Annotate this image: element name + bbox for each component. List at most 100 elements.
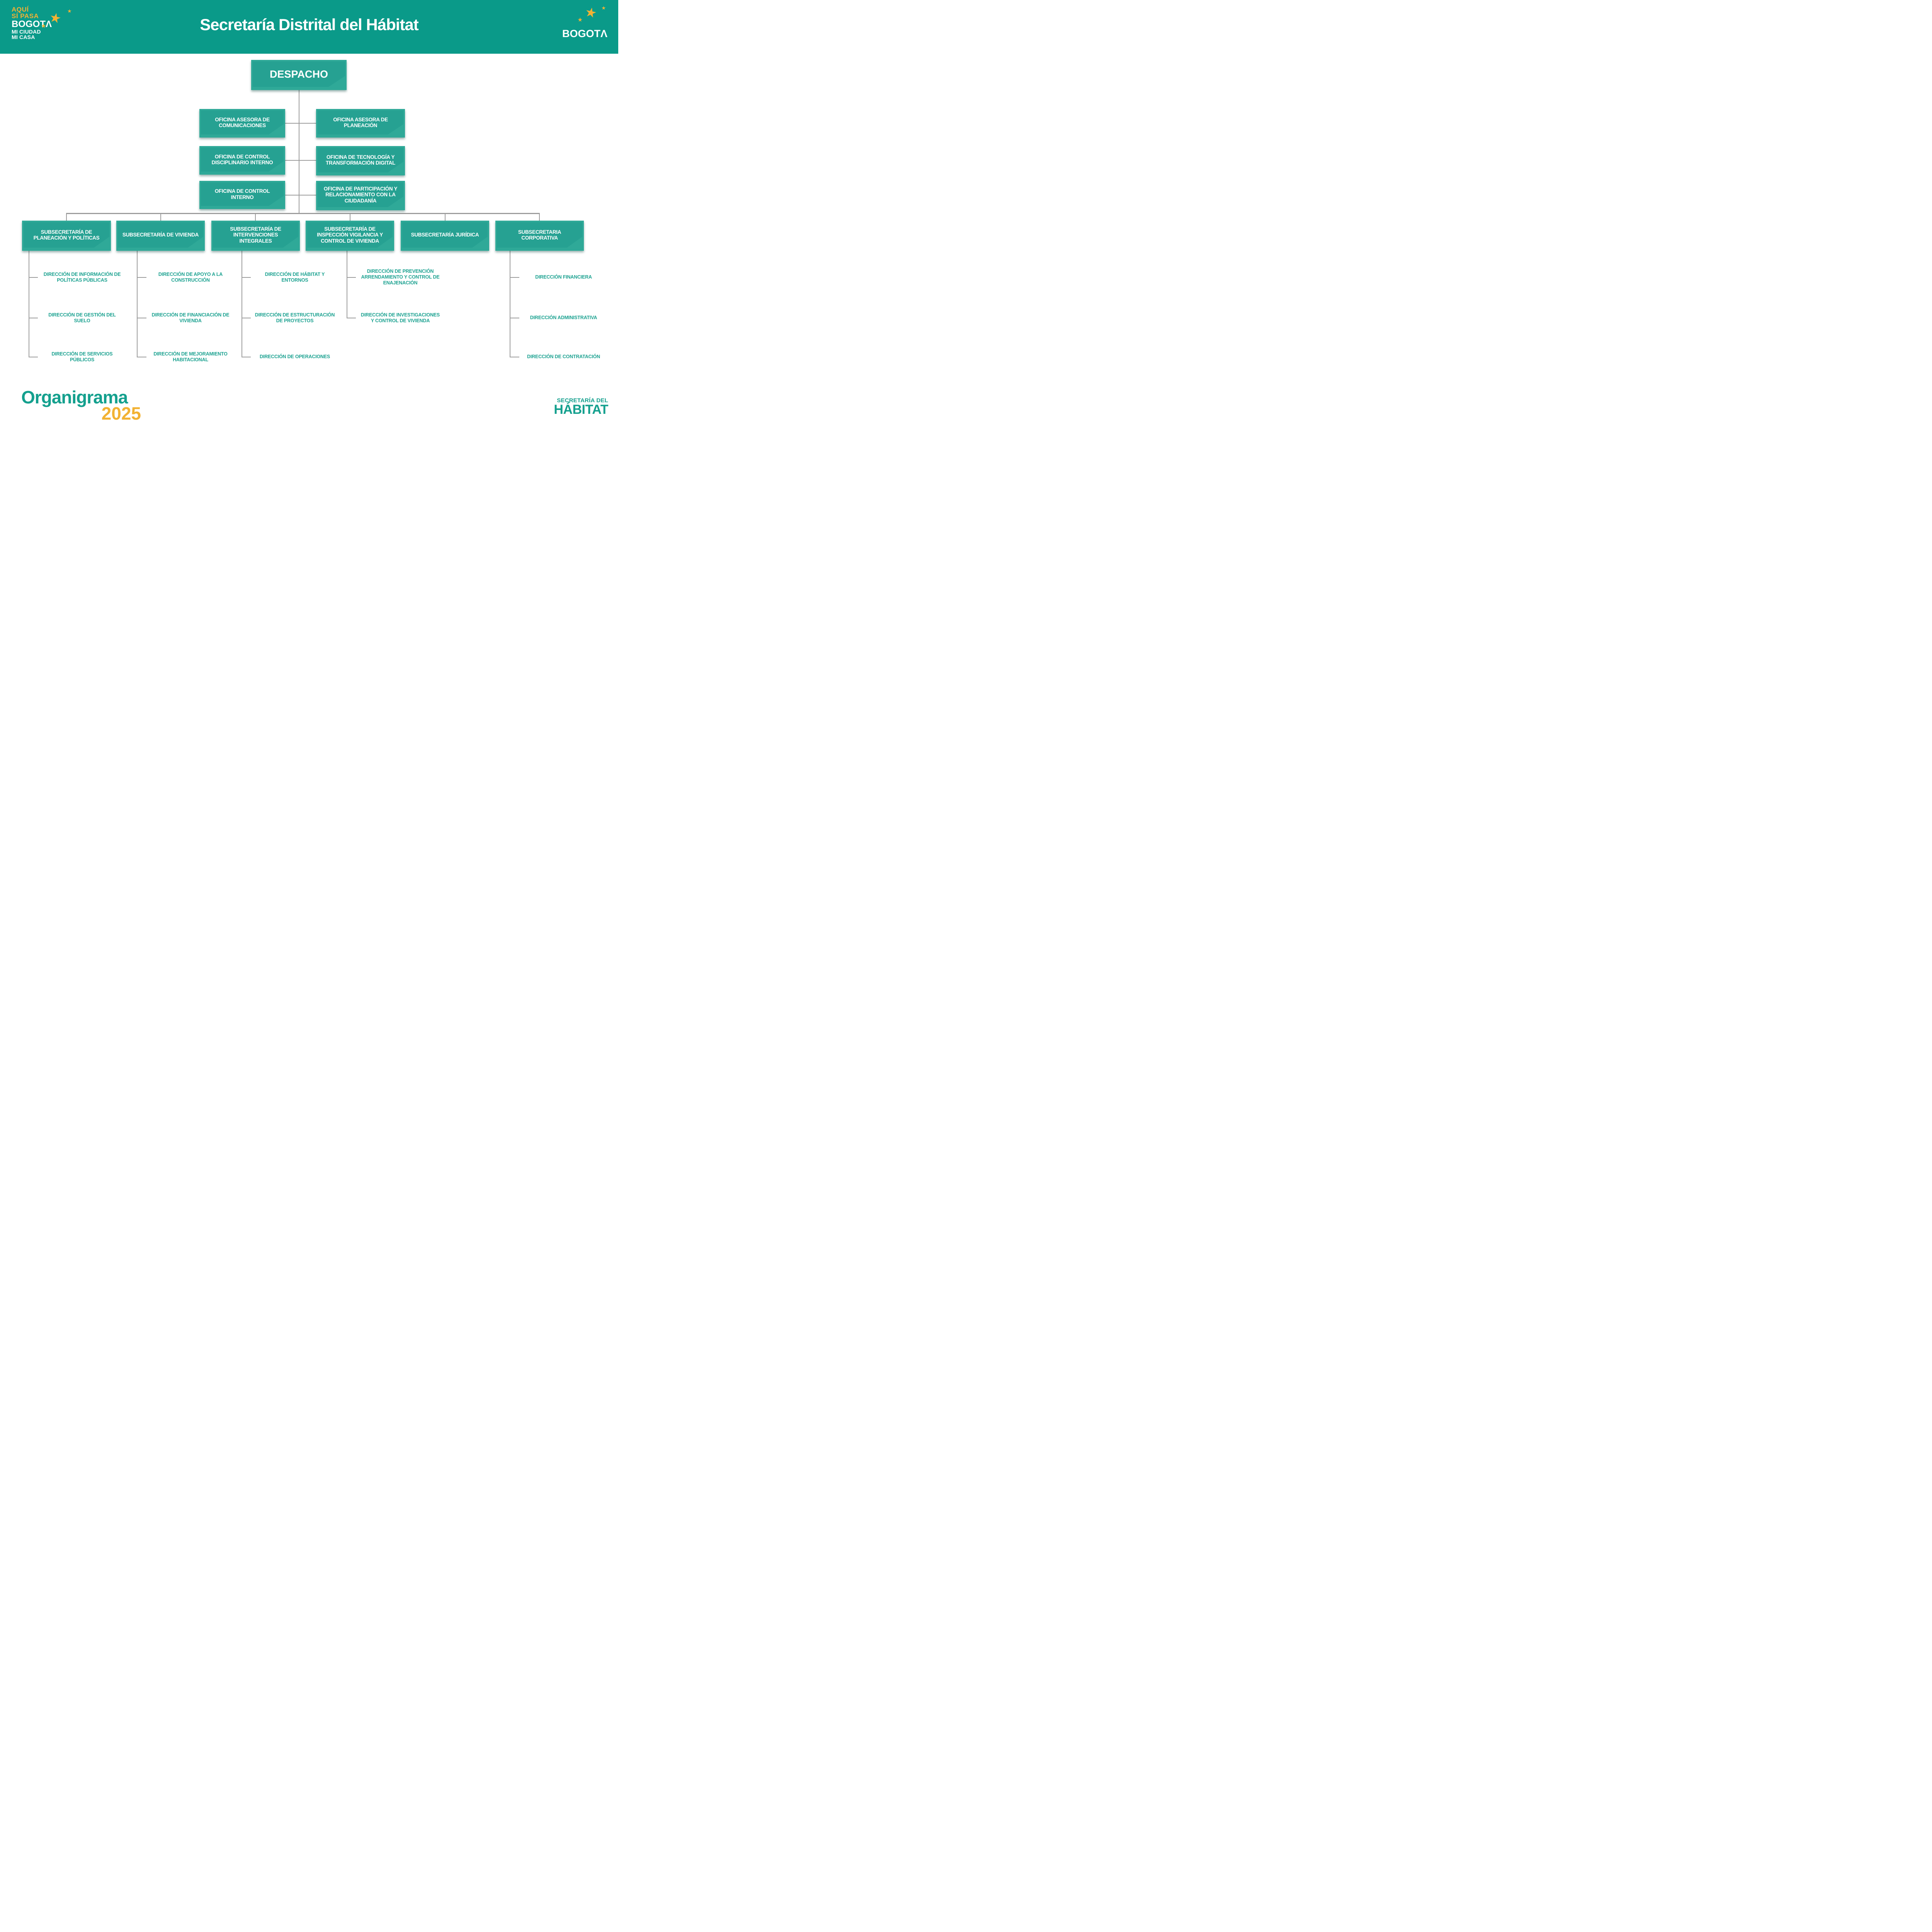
- connector-line: [137, 277, 146, 278]
- page-title: Secretaría Distrital del Hábitat: [200, 15, 419, 34]
- box-face: OFICINA DE CONTROL DISCIPLINARIO INTERNO: [201, 148, 284, 172]
- box-oficina-tecnologia: OFICINA DE TECNOLOGÍA Y TRANSFORMACIÓN D…: [316, 146, 405, 175]
- box-label: SUBSECRETARÍA DE PLANEACIÓN Y POLÍTICAS: [33, 229, 100, 241]
- star-icon: ★: [577, 17, 583, 23]
- box-oficina-participacion: OFICINA DE PARTICIPACIÓN Y RELACIONAMIEN…: [316, 181, 405, 210]
- organigrama-canvas: AQUÍ SÍ PASA BOGOTΛ MI CIUDAD MI CASA ★ …: [0, 0, 618, 429]
- bogota-mi-ciudad-logo: AQUÍ SÍ PASA BOGOTΛ MI CIUDAD MI CASA: [12, 6, 52, 40]
- box-label: OFICINA ASESORA DE COMUNICACIONES: [215, 116, 270, 128]
- box-face: SUBSECRETARIA CORPORATIVA: [497, 222, 582, 248]
- box-face: DESPACHO: [253, 61, 345, 87]
- box-label: DIRECCIÓN DE INFORMACIÓN DE POLÍTICAS PÚ…: [43, 271, 121, 283]
- box-subsecretaria-intervenciones: SUBSECRETARÍA DE INTERVENCIONES INTEGRAL…: [211, 221, 300, 251]
- connector-line: [299, 195, 316, 196]
- box-face: OFICINA DE TECNOLOGÍA Y TRANSFORMACIÓN D…: [318, 148, 403, 172]
- box-direccion: DIRECCIÓN DE MEJORAMIENTO HABITACIONAL: [146, 343, 235, 371]
- box-oficina-control-interno: OFICINA DE CONTROL INTERNO: [199, 181, 285, 209]
- connector-line: [299, 123, 316, 124]
- connector-line: [255, 214, 256, 221]
- box-direccion: DIRECCIÓN FINANCIERA: [519, 264, 608, 291]
- logo-text: MI CIUDAD: [12, 29, 41, 35]
- header-band: AQUÍ SÍ PASA BOGOTΛ MI CIUDAD MI CASA ★ …: [0, 0, 618, 54]
- box-face: SUBSECRETARÍA DE VIVIENDA: [118, 222, 203, 248]
- connector-line: [347, 277, 356, 278]
- box-label: OFICINA ASESORA DE PLANEACIÓN: [333, 116, 388, 128]
- box-face: SUBSECRETARÍA DE INSPECCIÓN VIGILANCIA Y…: [307, 222, 393, 248]
- box-subsecretaria-corporativa: SUBSECRETARIA CORPORATIVA: [495, 221, 584, 251]
- connector-line: [299, 160, 316, 161]
- connector-line: [285, 160, 299, 161]
- box-label: DIRECCIÓN DE GESTIÓN DEL SUELO: [48, 312, 116, 323]
- box-oficina-comunicaciones: OFICINA ASESORA DE COMUNICACIONES: [199, 109, 285, 138]
- logo-text: BOGOTΛ: [12, 19, 52, 29]
- box-face: OFICINA DE PARTICIPACIÓN Y RELACIONAMIEN…: [318, 182, 403, 207]
- connector-line: [510, 277, 519, 278]
- box-direccion: DIRECCIÓN DE SERVICIOS PÚBLICOS: [38, 343, 126, 371]
- box-face: OFICINA ASESORA DE COMUNICACIONES: [201, 111, 284, 134]
- box-label: DIRECCIÓN DE SERVICIOS PÚBLICOS: [51, 351, 113, 362]
- secretaria-habitat-logo: SECRETARÍA DEL HÁBITAT: [554, 397, 608, 417]
- box-label: DIRECCIÓN DE INVESTIGACIONES Y CONTROL D…: [361, 312, 440, 323]
- box-direccion: DIRECCIÓN DE INVESTIGACIONES Y CONTROL D…: [356, 304, 445, 332]
- box-label: SUBSECRETARÍA DE VIVIENDA: [122, 232, 199, 238]
- box-direccion: DIRECCIÓN DE HÁBITAT Y ENTORNOS: [251, 264, 339, 291]
- box-label: OFICINA DE CONTROL INTERNO: [214, 188, 270, 200]
- box-face: OFICINA ASESORA DE PLANEACIÓN: [318, 111, 403, 134]
- connector-line: [242, 277, 251, 278]
- box-face: SUBSECRETARÍA JURÍDICA: [402, 222, 488, 248]
- box-subsecretaria-planeacion-politicas: SUBSECRETARÍA DE PLANEACIÓN Y POLÍTICAS: [22, 221, 111, 251]
- box-label: DIRECCIÓN DE ESTRUCTURACIÓN DE PROYECTOS: [255, 312, 335, 323]
- star-icon: ★: [41, 23, 46, 29]
- box-direccion: DIRECCIÓN ADMINISTRATIVA: [519, 304, 608, 332]
- connector-line: [66, 213, 540, 214]
- box-label: DIRECCIÓN ADMINISTRATIVA: [530, 315, 597, 321]
- box-label: DIRECCIÓN DE APOYO A LA CONSTRUCCIÓN: [158, 271, 223, 283]
- connector-line: [137, 251, 138, 357]
- connector-line: [539, 214, 540, 221]
- connector-line: [285, 123, 299, 124]
- connector-line: [160, 214, 161, 221]
- box-label: OFICINA DE PARTICIPACIÓN Y RELACIONAMIEN…: [323, 185, 398, 204]
- box-label: DIRECCIÓN DE OPERACIONES: [259, 354, 330, 360]
- box-oficina-control-disciplinario: OFICINA DE CONTROL DISCIPLINARIO INTERNO: [199, 146, 285, 175]
- star-icon: ★: [583, 4, 598, 21]
- box-label: SUBSECRETARÍA DE INTERVENCIONES INTEGRAL…: [230, 226, 281, 244]
- bogota-logo: ★ ★ ★ BOGOTΛ: [542, 4, 607, 48]
- star-icon: ★: [601, 5, 606, 11]
- box-label: DIRECCIÓN DE CONTRATACIÓN: [527, 354, 600, 360]
- box-label: SUBSECRETARIA CORPORATIVA: [518, 229, 561, 241]
- box-label: OFICINA DE TECNOLOGÍA Y TRANSFORMACIÓN D…: [326, 154, 395, 166]
- box-direccion: DIRECCIÓN DE PREVENCIÓN ARRENDAMIENTO Y …: [356, 264, 445, 291]
- box-subsecretaria-juridica: SUBSECRETARÍA JURÍDICA: [401, 221, 489, 251]
- box-direccion: DIRECCIÓN DE INFORMACIÓN DE POLÍTICAS PÚ…: [38, 264, 126, 291]
- box-despacho-label: DESPACHO: [269, 68, 328, 80]
- box-direccion: DIRECCIÓN DE FINANCIACIÓN DE VIVIENDA: [146, 304, 235, 332]
- box-label: DIRECCIÓN DE FINANCIACIÓN DE VIVIENDA: [151, 312, 230, 323]
- box-face: SUBSECRETARÍA DE PLANEACIÓN Y POLÍTICAS: [24, 222, 109, 248]
- box-direccion: DIRECCIÓN DE APOYO A LA CONSTRUCCIÓN: [146, 264, 235, 291]
- connector-line: [29, 277, 38, 278]
- organigrama-year: 2025: [101, 403, 141, 423]
- box-face: SUBSECRETARÍA DE INTERVENCIONES INTEGRAL…: [213, 222, 298, 248]
- box-label: DIRECCIÓN DE MEJORAMIENTO HABITACIONAL: [153, 351, 228, 362]
- box-direccion: DIRECCIÓN DE OPERACIONES: [251, 343, 339, 371]
- box-label: DIRECCIÓN DE PREVENCIÓN ARRENDAMIENTO Y …: [361, 269, 440, 286]
- box-direccion: DIRECCIÓN DE GESTIÓN DEL SUELO: [38, 304, 126, 332]
- organigrama-title-block: Organigrama 2025: [21, 388, 141, 422]
- box-label: DIRECCIÓN FINANCIERA: [535, 274, 592, 280]
- logo-text: AQUÍ: [12, 6, 29, 13]
- logo-text: MI CASA: [12, 34, 35, 41]
- box-label: OFICINA DE CONTROL DISCIPLINARIO INTERNO: [211, 153, 273, 165]
- box-direccion: DIRECCIÓN DE ESTRUCTURACIÓN DE PROYECTOS: [251, 304, 339, 332]
- box-despacho: DESPACHO: [251, 60, 347, 90]
- box-direccion: DIRECCIÓN DE CONTRATACIÓN: [519, 343, 608, 371]
- connector-line: [445, 214, 446, 221]
- box-label: SUBSECRETARÍA JURÍDICA: [411, 232, 479, 238]
- box-oficina-planeacion: OFICINA ASESORA DE PLANEACIÓN: [316, 109, 405, 138]
- logo-text: SÍ PASA: [12, 12, 39, 20]
- brand-text: SECRETARÍA DEL: [557, 397, 608, 404]
- connector-line: [285, 195, 299, 196]
- logo-text: BOGOTΛ: [562, 28, 607, 39]
- box-subsecretaria-inspeccion: SUBSECRETARÍA DE INSPECCIÓN VIGILANCIA Y…: [306, 221, 394, 251]
- box-subsecretaria-vivienda: SUBSECRETARÍA DE VIVIENDA: [116, 221, 205, 251]
